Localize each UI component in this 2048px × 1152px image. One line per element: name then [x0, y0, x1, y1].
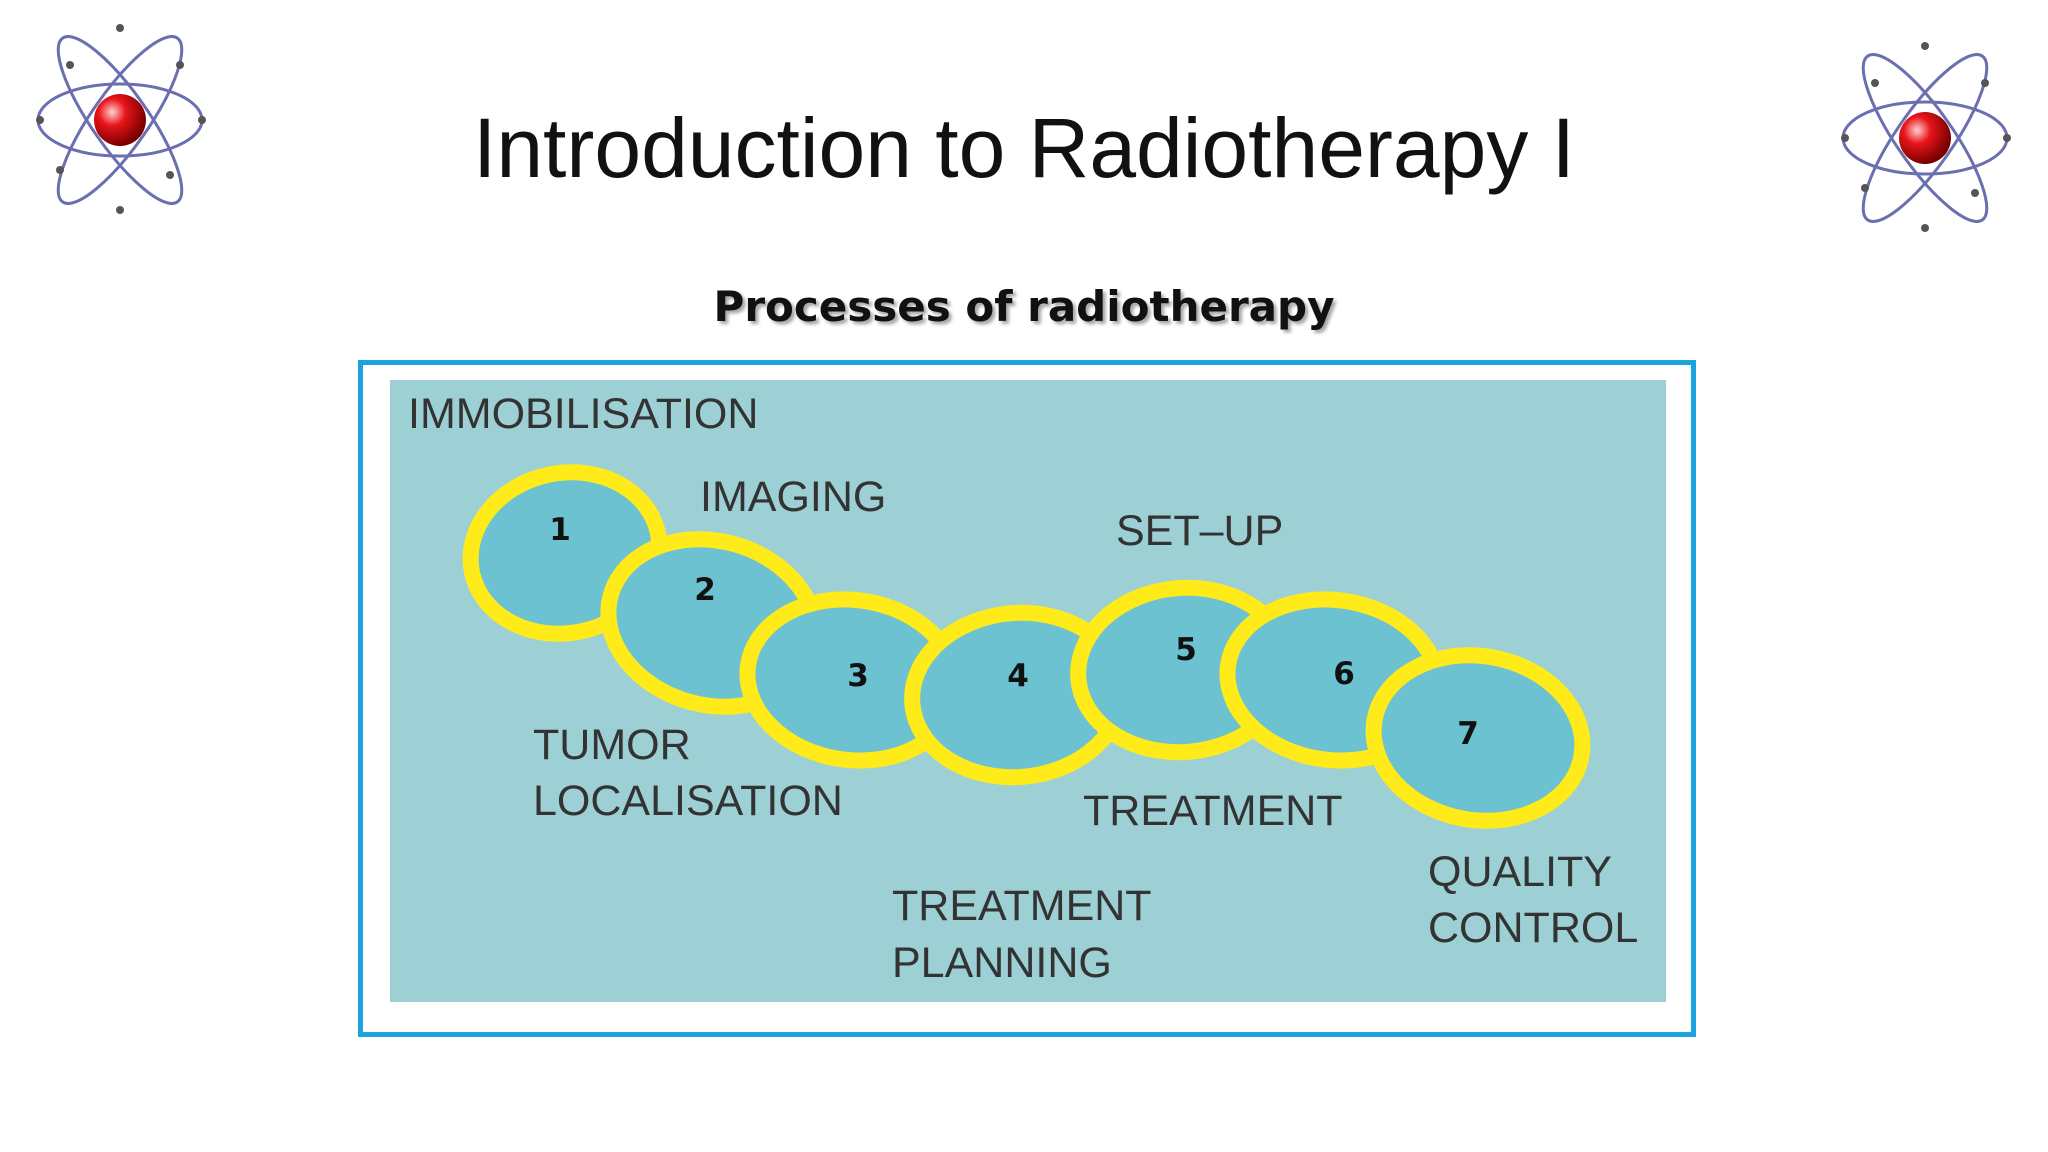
- ring-number-3: 3: [847, 658, 869, 694]
- label-quality: QUALITY: [1428, 848, 1612, 896]
- label-control: CONTROL: [1428, 904, 1638, 952]
- atom-icon: [36, 24, 206, 214]
- label-localisation: LOCALISATION: [533, 777, 843, 825]
- label-treatment-planning-1: TREATMENT: [892, 882, 1152, 930]
- label-imaging: IMAGING: [700, 473, 886, 521]
- ring-number-4: 4: [1007, 658, 1029, 694]
- label-tumor: TUMOR: [533, 721, 691, 769]
- slide-subtitle: Processes of radiotherapy: [713, 282, 1335, 331]
- ring-7: [1365, 647, 1591, 829]
- slide-title: Introduction to Radiotherapy I: [0, 100, 2048, 197]
- label-treatment-planning-2: PLANNING: [892, 939, 1112, 987]
- atom-icon: [1841, 42, 2011, 232]
- ring-number-6: 6: [1333, 656, 1355, 692]
- ring-number-5: 5: [1175, 632, 1197, 668]
- ring-number-1: 1: [549, 512, 571, 548]
- ring-number-7: 7: [1457, 716, 1479, 752]
- label-treatment: TREATMENT: [1083, 787, 1343, 835]
- slide-title-text: Introduction to Radiotherapy I: [472, 101, 1575, 195]
- label-immobilisation: IMMOBILISATION: [408, 390, 758, 438]
- ring-number-2: 2: [694, 572, 716, 608]
- label-setup: SET–UP: [1116, 507, 1283, 555]
